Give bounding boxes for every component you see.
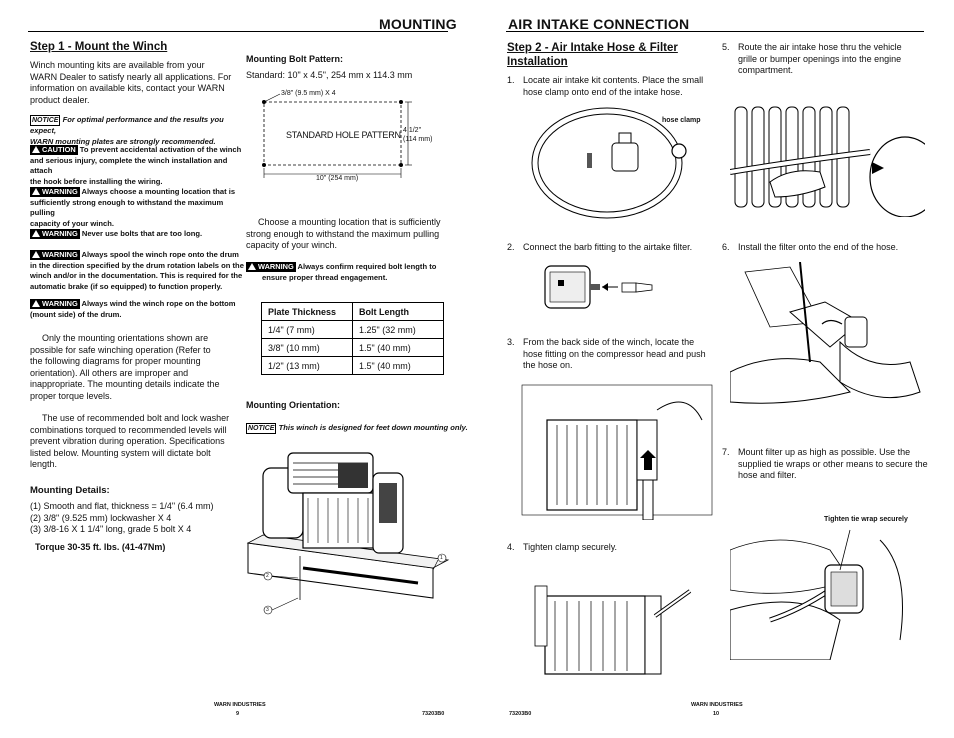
step2-title: Step 2 - Air Intake Hose & Filter Instal… [507,42,678,68]
warning-badge: WARNING [30,187,80,197]
route-hose-grille-illustration [730,106,925,217]
warning-triangle-icon [32,300,40,307]
table-cell: 1.5" (40 mm) [352,338,444,357]
step-5: 5. Route the air intake hose thru the ve… [722,42,902,75]
hole-size-label: 3/8" (9.5 mm) X 4 [281,90,336,97]
warning-triangle-icon [32,188,40,195]
warning-triangle-icon [32,146,40,153]
orientation-paragraph: Only the mounting orientations shown are… [30,333,220,401]
table-row: 3/8" (10 mm) 1.5" (40 mm) [261,338,444,357]
caution-text: and serious injury, complete the winch i… [30,155,228,176]
caution-badge: CAUTION [30,145,78,155]
footer-page-10: 10 [713,711,720,717]
header-rule [506,31,924,32]
list-item: (3) 3/8-16 X 1 1/4" long, grade 5 bolt X… [30,524,192,534]
warning-badge: WARNING [30,299,80,309]
width-dimension-label: 10" (254 mm) [316,175,359,182]
compressor-hose-illustration [521,384,713,520]
warning-block-3: WARNING Always spool the winch rope onto… [30,250,244,291]
table-row: 1/2" (13 mm) 1.5" (40 mm) [261,356,444,375]
table-row: 1/4" (7 mm) 1.25" (32 mm) [261,320,444,339]
bolt-length-table: Plate Thickness Bolt Length 1/4" (7 mm) … [261,302,444,375]
torque-spec: Torque 30-35 ft. lbs. (41-47Nm) [35,542,166,552]
table-header: Bolt Length [352,302,444,321]
page-header-air-intake: AIR INTAKE CONNECTION [508,16,690,32]
orientation-notice: NOTICE This winch is designed for feet d… [246,423,468,434]
bolt-pattern-title: Mounting Bolt Pattern: [246,54,343,64]
caution-text: To prevent accidental activation of the … [79,145,242,154]
warning-triangle-icon [248,263,256,270]
warning-badge: WARNING [246,262,296,272]
step-2: 2. Connect the barb fitting to the airta… [507,242,693,252]
hole-pattern-diagram [262,93,412,178]
notice-badge: NOTICE [246,423,277,434]
callout-3: 3 [266,607,269,613]
table-cell: 1.25" (32 mm) [352,320,444,339]
mounting-details-list: (1) Smooth and flat, thickness = 1/4" (6… [30,501,250,536]
install-filter-illustration [730,262,921,404]
table-header-row: Plate Thickness Bolt Length [261,302,444,321]
height-dimension-label-mm: (114 mm) [403,136,433,143]
warning-badge: WARNING [30,250,80,260]
intro-line: product dealer. [30,94,90,105]
notice-block: NOTICE For optimal performance and the r… [30,115,245,147]
standard-hole-pattern-label: STANDARD HOLE PATTERN [286,130,401,140]
header-rule [28,31,448,32]
step1-title: Step 1 - Mount the Winch [30,41,168,53]
table-cell: 1.5" (40 mm) [352,356,444,375]
notice-badge: NOTICE [30,115,61,126]
table-cell: 1/4" (7 mm) [261,320,353,339]
intro-line: Winch mounting kits are available from y… [30,60,205,70]
bolt-paragraph: The use of recommended bolt and lock was… [30,413,230,469]
table-cell: 3/8" (10 mm) [261,338,353,357]
step-3: 3. From the back side of the winch, loca… [507,337,706,370]
intro-line: WARN Dealer to satisfy nearly all applic… [30,71,232,82]
warning-block-5: WARNING Always confirm required bolt len… [246,262,451,283]
warning-badge: WARNING [30,229,80,239]
mounting-details-title: Mounting Details: [30,485,110,496]
caution-block: CAUTION To prevent accidental activation… [30,145,245,187]
notice-text: WARN mounting plates are strongly recomm… [30,136,216,146]
tie-wrap-label: Tighten tie wrap securely [824,516,908,523]
callout-2: 2 [266,573,269,579]
table-cell: 1/2" (13 mm) [261,356,353,375]
barb-filter-illustration [544,265,653,309]
tighten-clamp-illustration [534,585,692,675]
height-dimension-label: 4 1/2" [403,127,422,134]
winch-mounting-illustration [246,452,450,615]
warning-block-2: WARNING Never use bolts that are too lon… [30,229,245,240]
step-6: 6. Install the filter onto the end of th… [722,242,899,252]
warning-block-4: WARNING Always wind the winch rope on th… [30,299,236,319]
step-4: 4. Tighten clamp securely. [507,542,618,552]
callout-1: 1 [440,555,443,561]
footer-code-left: 73203B0 [422,711,445,717]
list-item: (1) Smooth and flat, thickness = 1/4" (6… [30,501,214,511]
intro-line: information on available kits, contact y… [30,83,225,93]
footer-company-right: WARN INDUSTRIES [691,702,743,708]
footer-code-right: 73203B0 [509,711,532,717]
footer-page-9: 9 [236,711,240,717]
tie-wrap-filter-illustration [730,529,903,660]
intro-paragraph: Winch mounting kits are available from y… [30,60,240,106]
page-header-mounting: MOUNTING [379,16,457,32]
caution-text: the hook before installing the wiring. [30,176,163,186]
list-item: (2) 3/8" (9.525 mm) lockwasher X 4 [30,512,172,523]
warning-triangle-icon [32,230,40,237]
bolt-pattern-standard: Standard: 10" x 4.5", 254 mm x 114.3 mm [246,70,413,80]
choose-location-paragraph: Choose a mounting location that is suffi… [246,217,441,250]
footer-company-left: WARN INDUSTRIES [214,702,266,708]
table-header: Plate Thickness [261,302,353,321]
step-1: 1. Locate air intake kit contents. Place… [507,75,704,97]
notice-text: For optimal performance and the results … [30,115,224,135]
orientation-title: Mounting Orientation: [246,400,340,410]
intake-hose-illustration [531,107,687,219]
warning-block-1: WARNING Always choose a mounting locatio… [30,187,236,228]
step-7: 7. Mount filter up as high as possible. … [722,447,928,480]
hose-clamp-label: hose clamp [662,117,701,124]
warning-triangle-icon [32,251,40,258]
